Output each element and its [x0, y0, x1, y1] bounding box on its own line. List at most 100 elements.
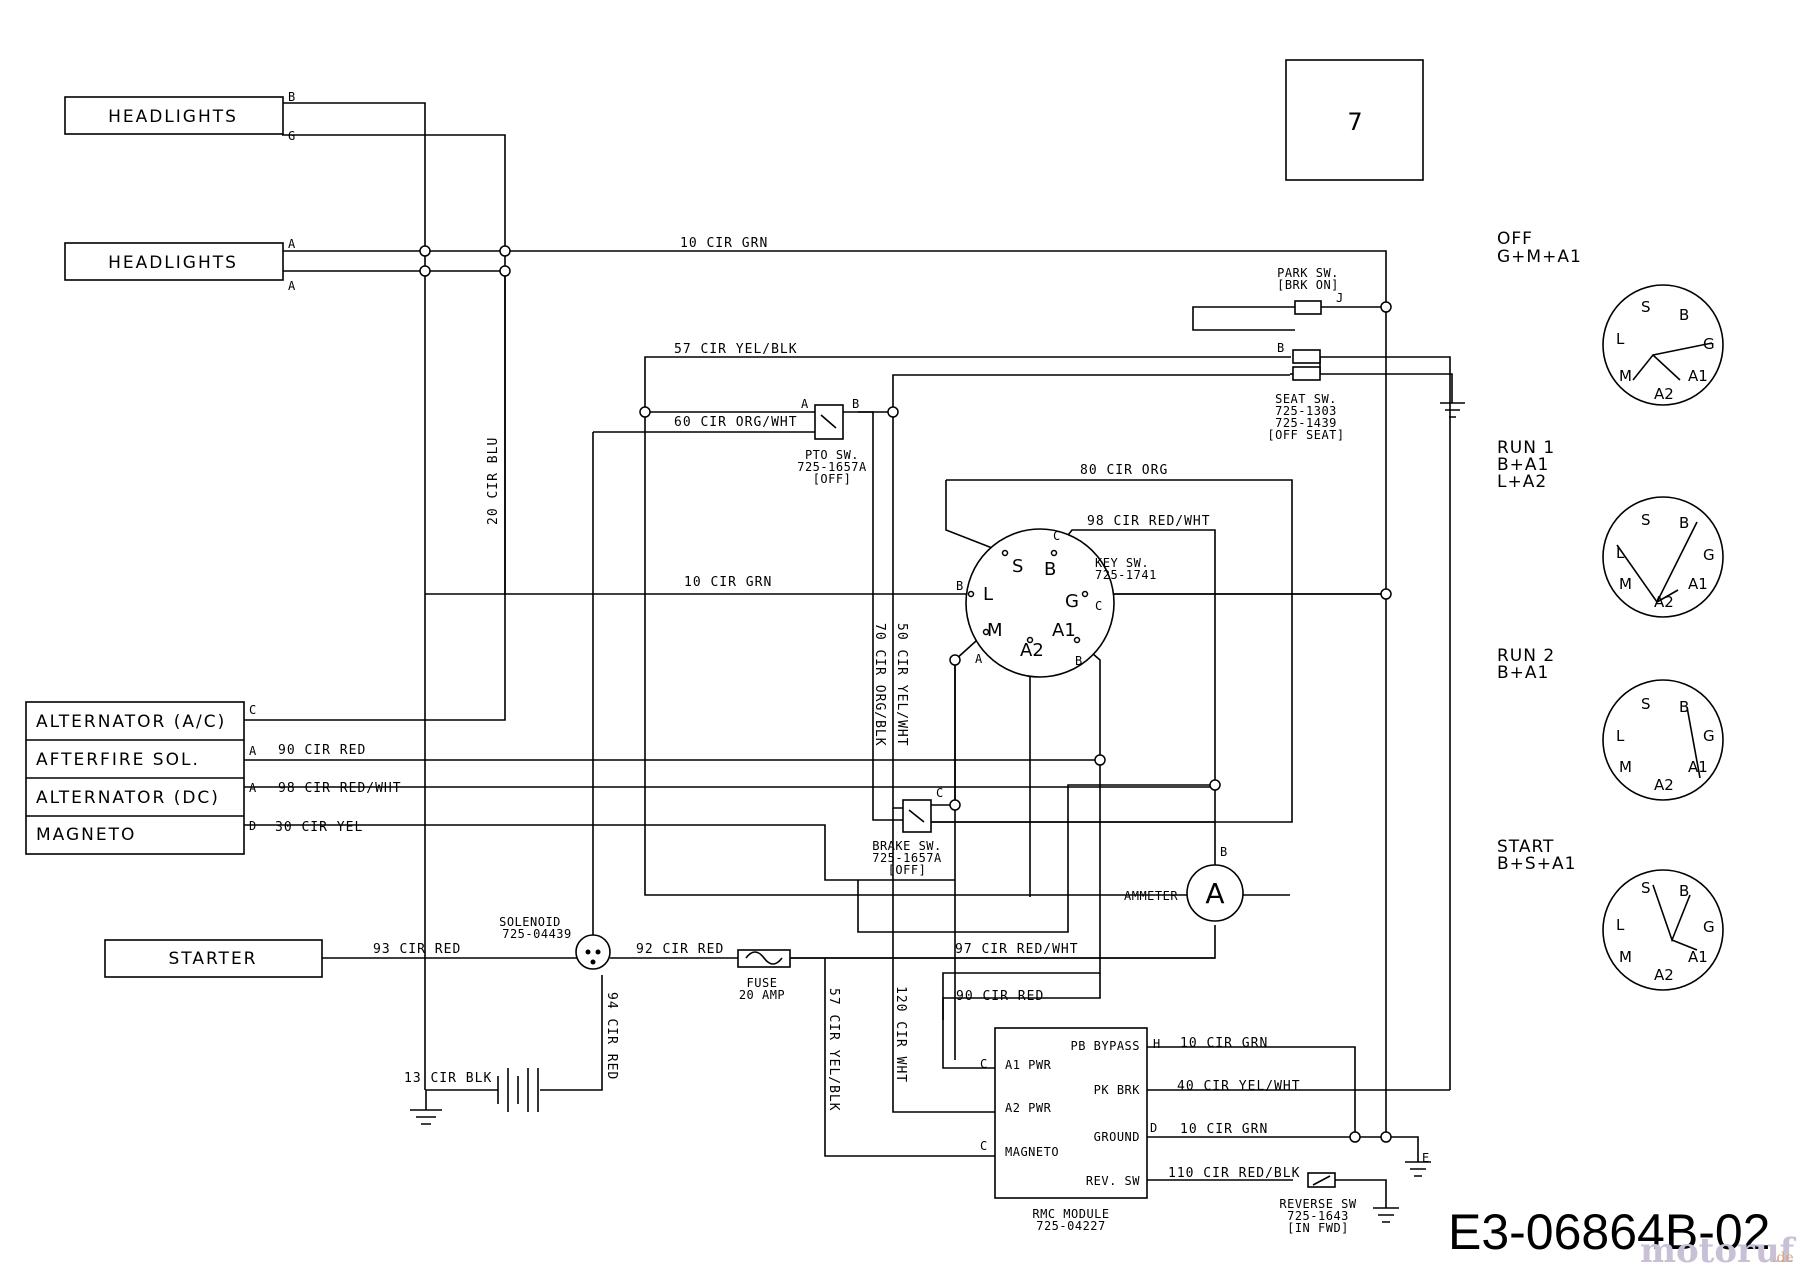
- key-terminal-a2: A2: [1020, 640, 1044, 661]
- fuse-rating: 20 AMP: [739, 988, 785, 1002]
- wire-90-red-rmc-label: 90 CIR RED: [956, 989, 1044, 1004]
- seat-switch-label: SEAT SW.: [1275, 392, 1337, 406]
- terminal-c-label: C: [980, 1057, 988, 1071]
- dial-run1-a2: A2: [1654, 593, 1674, 611]
- junction-nodes: [419, 245, 1392, 1143]
- wire-60-org-wht-label: 60 CIR ORG/WHT: [674, 415, 798, 430]
- solenoid-part-number: 725-04439: [502, 927, 572, 941]
- pto-switch-label: PTO SW.: [805, 448, 859, 462]
- dial-start-g: G: [1703, 918, 1715, 936]
- pto-switch-part-number: 725-1657A: [797, 460, 867, 474]
- reverse-switch-state: [IN FWD]: [1287, 1221, 1349, 1235]
- wire-92-red-label: 92 CIR RED: [636, 942, 724, 957]
- dial-run2-a1: A1: [1688, 758, 1708, 776]
- terminal-e-label: E: [1422, 1151, 1430, 1165]
- dial-run2-m: M: [1619, 758, 1632, 776]
- wire-98-red-wht-label: 98 CIR RED/WHT: [278, 781, 402, 796]
- key-position-run2-name: RUN 2: [1497, 646, 1555, 666]
- dial-run2-l: L: [1616, 727, 1625, 745]
- key-position-run1-combo-2: L+A2: [1497, 472, 1547, 492]
- page-number-box: [1285, 59, 1424, 181]
- dial-run1-a1: A1: [1688, 575, 1708, 593]
- key-position-off-name: OFF: [1497, 229, 1533, 249]
- dial-start-s: S: [1641, 879, 1651, 897]
- labels: HEADLIGHTS HEADLIGHTS ALTERNATOR (A/C) A…: [36, 90, 1797, 1271]
- starter-box: [104, 939, 323, 978]
- dial-run1-b: B: [1679, 514, 1689, 532]
- wire-98-red-wht-key-label: 98 CIR RED/WHT: [1087, 514, 1211, 529]
- dial-run1-s: S: [1641, 511, 1651, 529]
- watermark-suffix: .de: [1772, 1250, 1794, 1266]
- key-position-run1-name: RUN 1: [1497, 438, 1555, 458]
- ammeter-icon: [1186, 864, 1244, 922]
- key-position-dials: [1602, 284, 1724, 991]
- wire-57-yel-blk-vertical-label: 57 CIR YEL/BLK: [826, 988, 841, 1112]
- terminal-a-label: A: [249, 744, 257, 758]
- park-switch-label: PARK SW.: [1277, 266, 1339, 280]
- dial-off-g: G: [1703, 335, 1715, 353]
- dial-run1-g: G: [1703, 546, 1715, 564]
- afterfire-sol-label: AFTERFIRE SOL.: [36, 750, 200, 770]
- reverse-switch-label: REVERSE SW: [1279, 1197, 1357, 1211]
- seat-switch-state: [OFF SEAT]: [1267, 428, 1344, 442]
- alternator-ac-label: ALTERNATOR (A/C): [36, 712, 226, 732]
- key-position-run1-combo-1: B+A1: [1497, 455, 1549, 475]
- headlights-2-box: [64, 242, 284, 281]
- dial-start-b: B: [1679, 882, 1689, 900]
- wire-13-blk-label: 13 CIR BLK: [404, 1071, 492, 1086]
- solenoid-label: SOLENOID: [499, 915, 561, 929]
- terminal-b-label: B: [1277, 341, 1285, 355]
- magneto-label: MAGNETO: [36, 825, 136, 845]
- park-switch-state: [BRK ON]: [1277, 278, 1339, 292]
- terminal-c-label: C: [1053, 529, 1061, 543]
- terminal-b-label: B: [956, 579, 964, 593]
- wire-57-yel-blk-label: 57 CIR YEL/BLK: [674, 342, 798, 357]
- dial-start-a1: A1: [1688, 948, 1708, 966]
- terminal-a-label: A: [249, 781, 257, 795]
- wire-80-org-label: 80 CIR ORG: [1080, 463, 1168, 478]
- key-terminal-g: G: [1065, 591, 1079, 612]
- key-terminal-l: L: [983, 584, 993, 605]
- dial-run2-g: G: [1703, 727, 1715, 745]
- key-position-run2-combo: B+A1: [1497, 663, 1549, 683]
- page-number: 7: [1347, 108, 1362, 136]
- terminal-h-label: H: [1153, 1037, 1161, 1051]
- battery-icon: [497, 1068, 539, 1112]
- rmc-a1-pwr-label: A1 PWR: [1005, 1058, 1052, 1072]
- dial-off-l: L: [1616, 330, 1625, 348]
- wire-97-red-wht-label: 97 CIR RED/WHT: [955, 942, 1079, 957]
- terminal-c-label: C: [249, 703, 257, 717]
- fuse-label: FUSE: [747, 976, 778, 990]
- seat-switch-part-number-2: 725-1439: [1275, 416, 1337, 430]
- wire-30-yel-label: 30 CIR YEL: [275, 820, 363, 835]
- terminal-d-label: D: [1150, 1121, 1158, 1135]
- rmc-pb-bypass-label: PB BYPASS: [1070, 1039, 1140, 1053]
- rmc-rev-sw-label: REV. SW: [1086, 1174, 1140, 1188]
- watermark: motoruf: [1640, 1231, 1797, 1271]
- terminal-a-label: A: [288, 279, 296, 293]
- wire-90-red-label: 90 CIR RED: [278, 743, 366, 758]
- headlights-1-label: HEADLIGHTS: [108, 107, 238, 127]
- rmc-ground-label: GROUND: [1094, 1130, 1140, 1144]
- wire-40-yel-wht-label: 40 CIR YEL/WHT: [1177, 1079, 1301, 1094]
- dial-run2-s: S: [1641, 695, 1651, 713]
- key-position-start-combo: B+S+A1: [1497, 854, 1576, 874]
- terminal-a-label: A: [975, 652, 983, 666]
- rmc-pk-brk-label: PK BRK: [1094, 1083, 1141, 1097]
- dial-off-a1: A1: [1688, 367, 1708, 385]
- dial-run2-a2: A2: [1654, 776, 1674, 794]
- wire-110-red-blk-label: 110 CIR RED/BLK: [1168, 1166, 1300, 1181]
- wire-10-grn-gnd-label: 10 CIR GRN: [1180, 1122, 1268, 1137]
- terminal-b-label: B: [852, 397, 860, 411]
- terminal-c-label: C: [980, 1139, 988, 1153]
- rmc-a2-pwr-label: A2 PWR: [1005, 1101, 1052, 1115]
- solenoid-icon: [575, 934, 611, 970]
- reverse-switch-part-number: 725-1643: [1287, 1209, 1349, 1223]
- dial-off-a2: A2: [1654, 385, 1674, 403]
- wire-10-grn-mid-label: 10 CIR GRN: [684, 575, 772, 590]
- key-position-start-name: START: [1497, 837, 1554, 857]
- ammeter-symbol: A: [1205, 877, 1224, 910]
- wire-20-blu-label: 20 CIR BLU: [486, 437, 501, 525]
- wire-93-red-label: 93 CIR RED: [373, 942, 461, 957]
